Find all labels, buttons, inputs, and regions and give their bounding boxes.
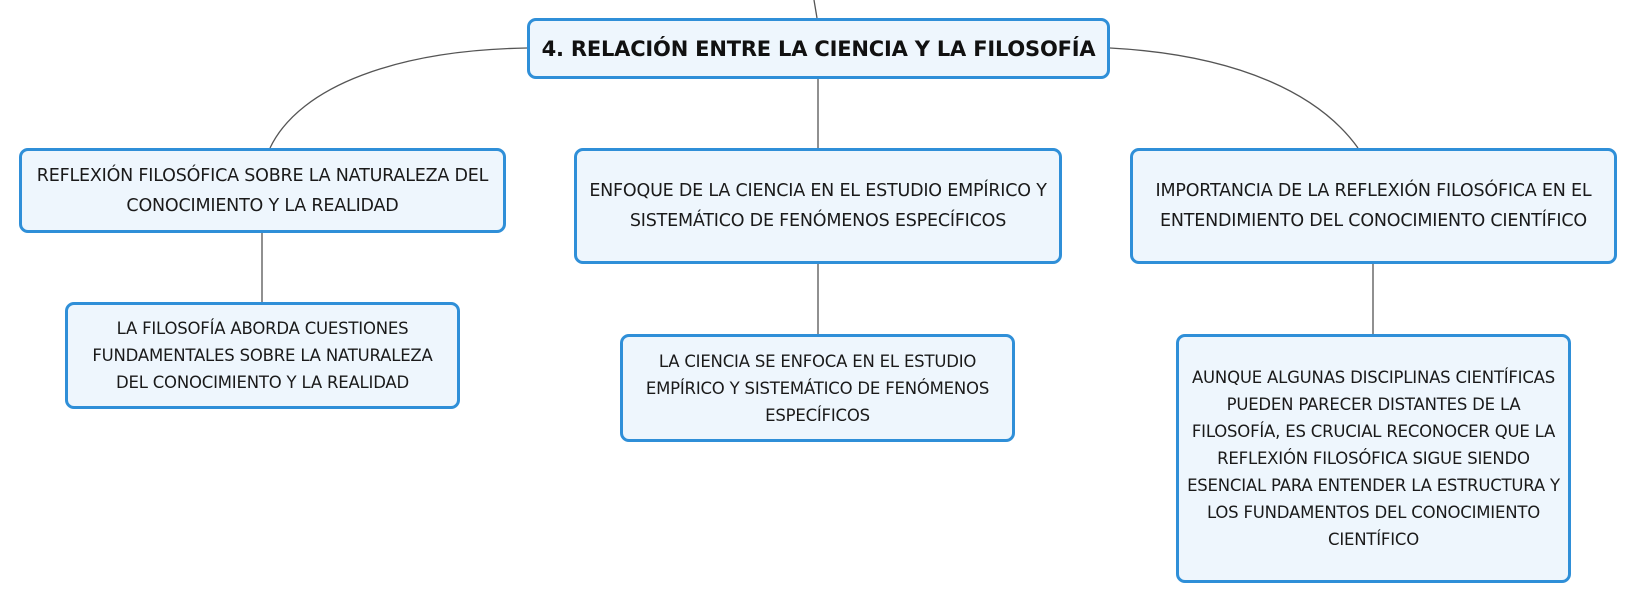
subtopic-label: LA FILOSOFÍA ABORDA CUESTIONES FUNDAMENT… bbox=[92, 319, 433, 392]
topic-label: ENFOQUE DE LA CIENCIA EN EL ESTUDIO EMPÍ… bbox=[589, 181, 1047, 231]
connector-parent-to-root bbox=[813, 0, 818, 19]
subtopic-filosofia-aborda[interactable]: LA FILOSOFÍA ABORDA CUESTIONES FUNDAMENT… bbox=[65, 302, 460, 409]
connector-root-to-topic-right bbox=[1109, 47, 1359, 149]
topic-label: IMPORTANCIA DE LA REFLEXIÓN FILOSÓFICA E… bbox=[1155, 181, 1592, 231]
central-topic[interactable]: 4. RELACIÓN ENTRE LA CIENCIA Y LA FILOSO… bbox=[527, 18, 1110, 79]
topic-label: REFLEXIÓN FILOSÓFICA SOBRE LA NATURALEZA… bbox=[36, 165, 489, 216]
topic-importancia-reflexion[interactable]: IMPORTANCIA DE LA REFLEXIÓN FILOSÓFICA E… bbox=[1130, 148, 1617, 264]
topic-enfoque-ciencia[interactable]: ENFOQUE DE LA CIENCIA EN EL ESTUDIO EMPÍ… bbox=[574, 148, 1062, 264]
subtopic-ciencia-enfoca[interactable]: LA CIENCIA SE ENFOCA EN EL ESTUDIO EMPÍR… bbox=[620, 334, 1015, 442]
topic-reflexion-filosofica[interactable]: REFLEXIÓN FILOSÓFICA SOBRE LA NATURALEZA… bbox=[19, 148, 506, 233]
connector-root-to-topic-left bbox=[269, 47, 528, 149]
central-topic-label: 4. RELACIÓN ENTRE LA CIENCIA Y LA FILOSO… bbox=[541, 36, 1096, 61]
subtopic-aunque-algunas[interactable]: AUNQUE ALGUNAS DISCIPLINAS CIENTÍFICAS P… bbox=[1176, 334, 1571, 583]
subtopic-label: AUNQUE ALGUNAS DISCIPLINAS CIENTÍFICAS P… bbox=[1187, 368, 1560, 549]
subtopic-label: LA CIENCIA SE ENFOCA EN EL ESTUDIO EMPÍR… bbox=[645, 351, 990, 425]
